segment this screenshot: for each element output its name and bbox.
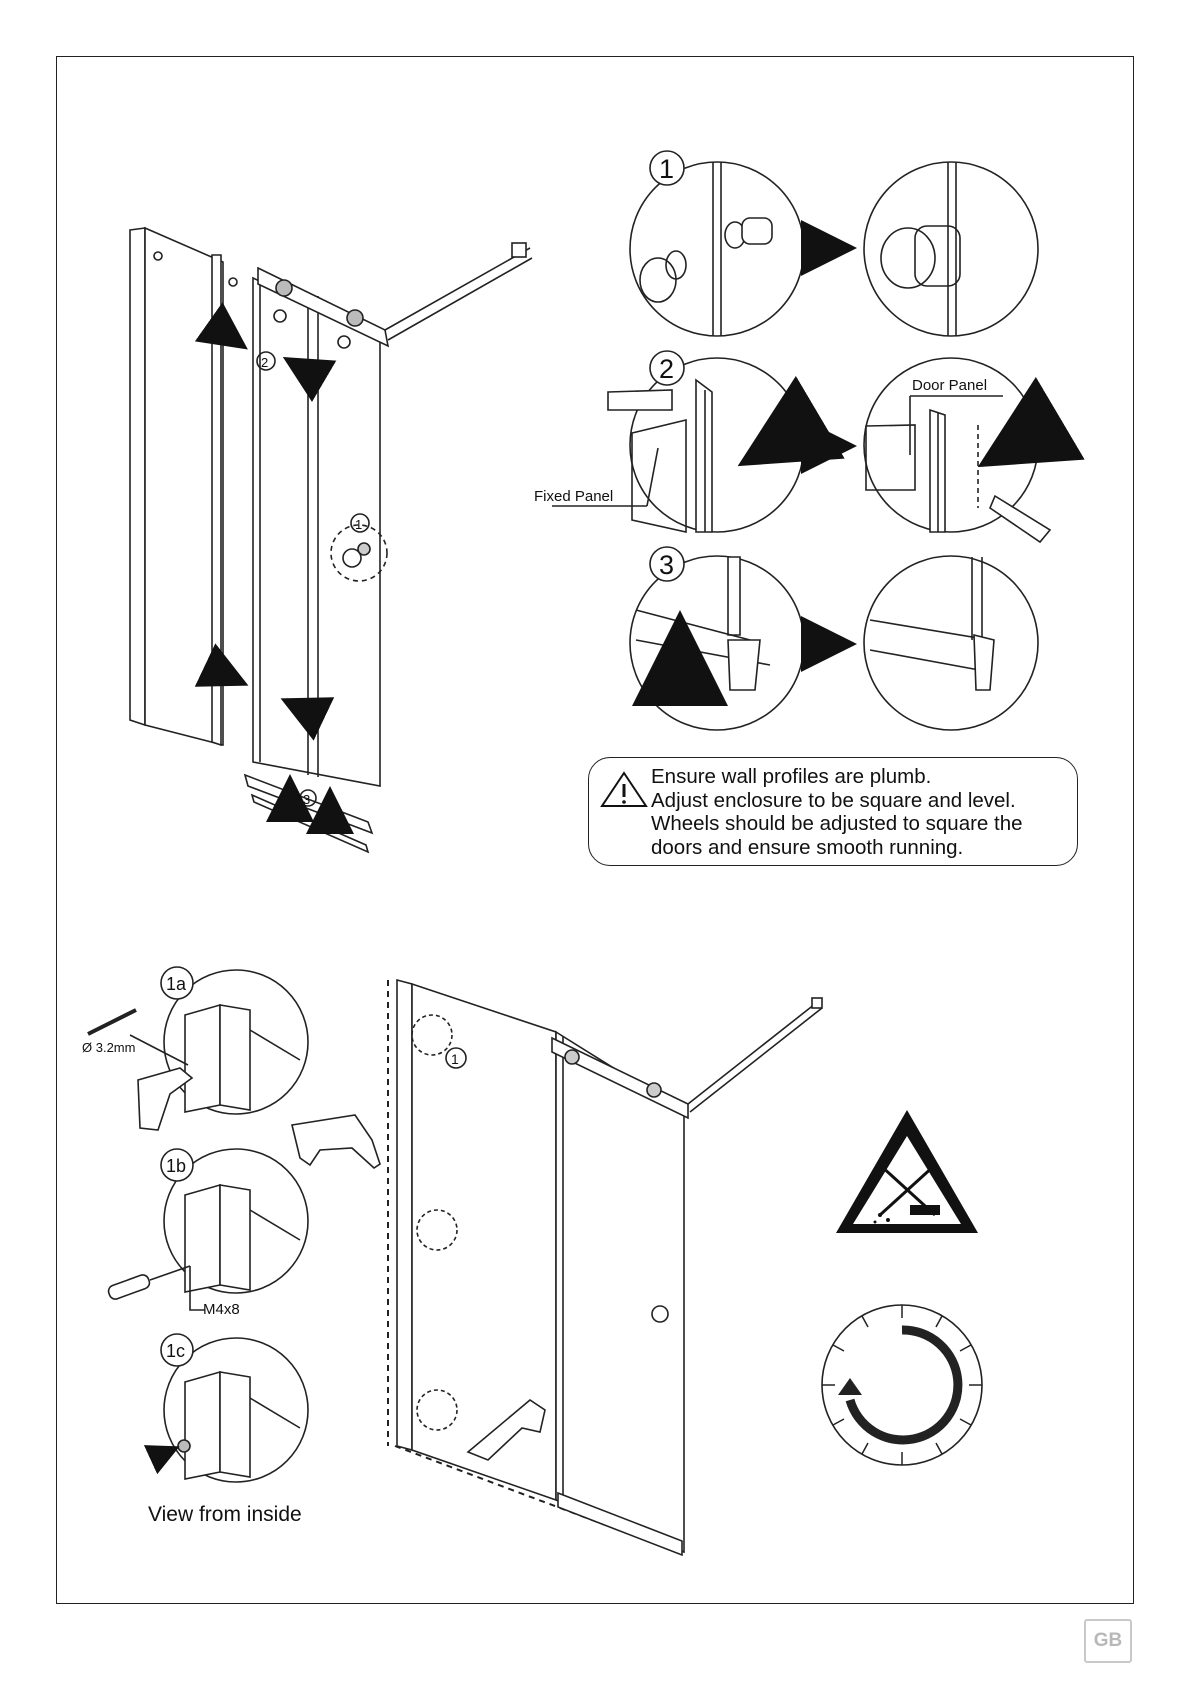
enclosure-exploded-view: 3 2 1: [130, 228, 532, 852]
step-detail-circles: [552, 151, 1050, 730]
step-1c-number: 1c: [166, 1341, 185, 1362]
screw-size-label: M4x8: [203, 1301, 240, 1318]
curing-time-clock-icon: [822, 1305, 982, 1465]
drill-bit-size-label: Ø 3.2mm: [82, 1040, 135, 1055]
step-1a-number: 1a: [166, 974, 186, 995]
enclosure-installed-view: 1: [388, 980, 822, 1555]
corner-code-badge: GB: [1084, 1619, 1132, 1663]
notice-text: Ensure wall profiles are plumb. Adjust e…: [651, 765, 1023, 859]
svg-text:2: 2: [261, 355, 268, 370]
step-3-number: 3: [659, 550, 674, 581]
door-panel-label: Door Panel: [912, 377, 987, 394]
step-1-number: 1: [659, 154, 674, 185]
view-from-inside-caption: View from inside: [148, 1503, 302, 1527]
notice-line: Ensure wall profiles are plumb.: [651, 765, 1023, 789]
no-abrasive-cleaning-icon: [836, 1110, 978, 1233]
svg-text:1: 1: [355, 517, 362, 532]
step-2-number: 2: [659, 354, 674, 385]
fixed-panel-label: Fixed Panel: [534, 488, 613, 505]
svg-text:3: 3: [303, 792, 310, 807]
notice-line: Wheels should be adjusted to square the: [651, 812, 1023, 836]
svg-text:1: 1: [451, 1051, 459, 1067]
notice-line: Adjust enclosure to be square and level.: [651, 789, 1023, 813]
step-1b-number: 1b: [166, 1156, 186, 1177]
notice-box: Ensure wall profiles are plumb. Adjust e…: [588, 757, 1078, 866]
notice-line: doors and ensure smooth running.: [651, 836, 1023, 860]
